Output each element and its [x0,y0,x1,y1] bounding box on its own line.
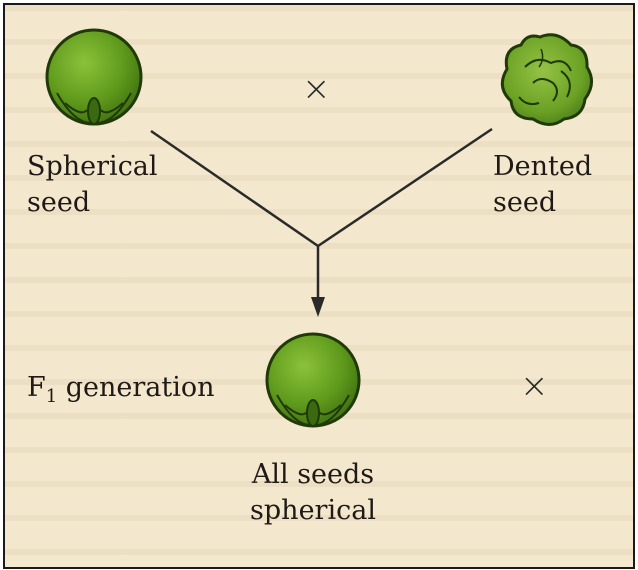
generation-letter: F [27,372,46,403]
dented-seed-icon [502,35,591,125]
spherical-seed-label-line2: seed [27,185,158,221]
dented-seed-label-line1: Dented [493,149,592,185]
dented-seed-label-line2: seed [493,185,592,221]
f1-generation-label: F1 generation [27,370,215,415]
right-parent-line [318,129,492,246]
diagram-frame: × Spherical seed Dented seed F1 generati… [3,3,635,569]
spherical-seed-label-line1: Spherical [27,149,158,185]
generation-suffix: generation [57,372,214,403]
dented-seed-label: Dented seed [493,149,592,221]
generation-subscript: 1 [46,386,57,407]
all-seeds-spherical-label: All seeds spherical [233,457,393,529]
left-parent-line [151,131,318,246]
result-label-line1: All seeds [233,457,393,493]
spherical-seed-icon [47,30,141,124]
spherical-seed-label: Spherical seed [27,149,158,221]
offspring-spherical-seed-icon [267,334,359,426]
down-arrow-icon [311,246,325,317]
offspring-cross-symbol: × [520,369,549,403]
parent-cross-symbol: × [302,72,331,106]
result-label-line2: spherical [233,493,393,529]
